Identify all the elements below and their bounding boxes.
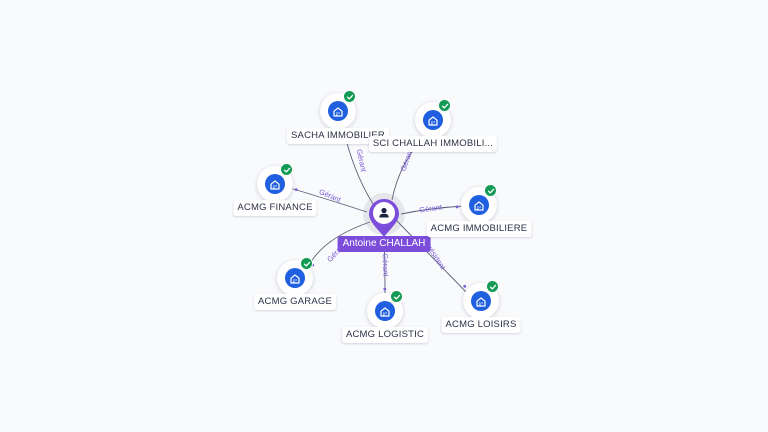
company-name-label[interactable]: SCI CHALLAH IMMOBILI... xyxy=(368,136,498,152)
company-name-label[interactable]: ACMG IMMOBILIERE xyxy=(426,221,532,237)
verified-check-icon xyxy=(390,290,403,303)
edge-arrow-marker xyxy=(455,205,459,209)
company-node[interactable] xyxy=(415,99,451,138)
building-icon xyxy=(285,268,305,288)
company-node[interactable] xyxy=(257,163,293,202)
relation-role-label: Gérant xyxy=(318,187,343,205)
building-icon xyxy=(328,101,348,121)
center-person-label[interactable]: Antoine CHALLAH xyxy=(337,236,431,252)
relation-role-label: Gérant xyxy=(419,202,444,214)
company-node[interactable] xyxy=(461,184,497,223)
person-icon xyxy=(379,207,389,218)
verified-check-icon xyxy=(280,163,293,176)
center-person-node[interactable] xyxy=(368,198,400,243)
company-node[interactable] xyxy=(320,90,356,129)
company-node[interactable] xyxy=(277,257,313,296)
company-node[interactable] xyxy=(367,290,403,329)
building-icon xyxy=(469,195,489,215)
company-name-label[interactable]: SACHA IMMOBILIER xyxy=(287,128,389,144)
company-name-label[interactable]: ACMG GARAGE xyxy=(254,294,336,310)
verified-check-icon xyxy=(486,280,499,293)
verified-check-icon xyxy=(438,99,451,112)
relation-edge xyxy=(395,219,469,295)
edge-arrow-marker xyxy=(463,284,467,288)
building-icon xyxy=(471,291,491,311)
building-icon xyxy=(265,174,285,194)
edge-arrow-marker xyxy=(383,287,387,291)
building-icon xyxy=(375,301,395,321)
company-node[interactable] xyxy=(463,280,499,319)
company-name-label[interactable]: ACMG LOISIRS xyxy=(441,317,521,333)
verified-check-icon xyxy=(300,257,313,270)
verified-check-icon xyxy=(343,90,356,103)
location-pin-icon xyxy=(369,199,399,237)
relation-role-label: Gérant xyxy=(381,253,391,277)
company-name-label[interactable]: ACMG LOGISTIC xyxy=(341,327,429,343)
relation-role-label: Gérant xyxy=(355,148,369,173)
building-icon xyxy=(423,110,443,130)
edge-arrow-marker xyxy=(294,188,298,192)
company-name-label[interactable]: ACMG FINANCE xyxy=(233,200,317,216)
verified-check-icon xyxy=(484,184,497,197)
